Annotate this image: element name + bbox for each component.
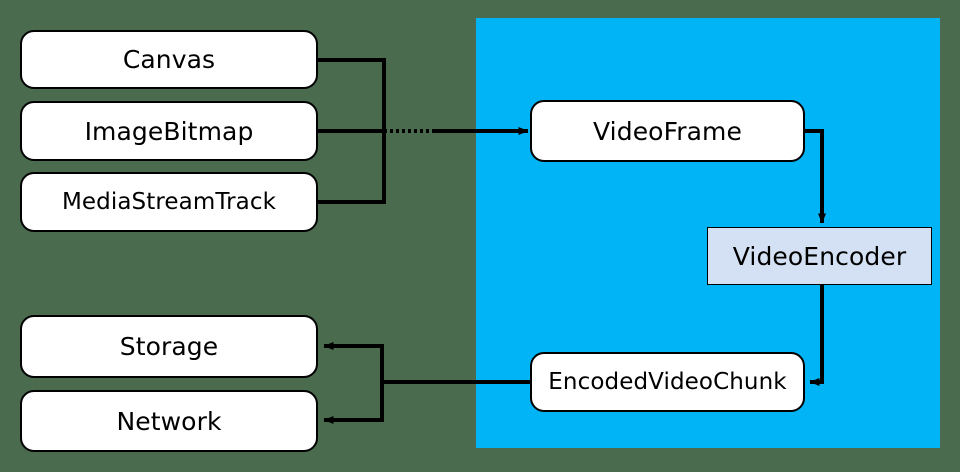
node-imagebitmap[interactable]: ImageBitmap — [20, 101, 318, 161]
node-encodedvideochunk[interactable]: EncodedVideoChunk — [530, 352, 805, 412]
node-network[interactable]: Network — [20, 390, 318, 452]
node-storage[interactable]: Storage — [20, 315, 318, 378]
node-canvas-label: Canvas — [122, 45, 216, 74]
node-network-label: Network — [116, 406, 222, 436]
node-videoencoder-label: VideoEncoder — [732, 241, 907, 271]
edge-videoframe-to-videoencoder — [805, 129, 826, 224]
edge-mediastreamtrack-to-videoframe — [318, 131, 386, 204]
edge-canvas-to-videoframe — [318, 58, 386, 131]
node-canvas[interactable]: Canvas — [20, 30, 318, 89]
node-encodedvideochunk-label: EncodedVideoChunk — [548, 368, 787, 395]
node-videoframe-label: VideoFrame — [593, 116, 742, 146]
edge-videoencoder-to-encodedvideochunk — [809, 285, 824, 386]
node-mediastreamtrack-label: MediaStreamTrack — [61, 188, 277, 215]
node-videoencoder[interactable]: VideoEncoder — [707, 227, 932, 285]
node-imagebitmap-label: ImageBitmap — [84, 116, 254, 146]
node-storage-label: Storage — [119, 332, 219, 361]
edge-encodedvideochunk-to-storage — [323, 342, 384, 382]
node-videoframe[interactable]: VideoFrame — [530, 100, 805, 162]
edge-encodedvideochunk-to-network — [323, 382, 384, 424]
node-mediastreamtrack[interactable]: MediaStreamTrack — [20, 172, 318, 232]
